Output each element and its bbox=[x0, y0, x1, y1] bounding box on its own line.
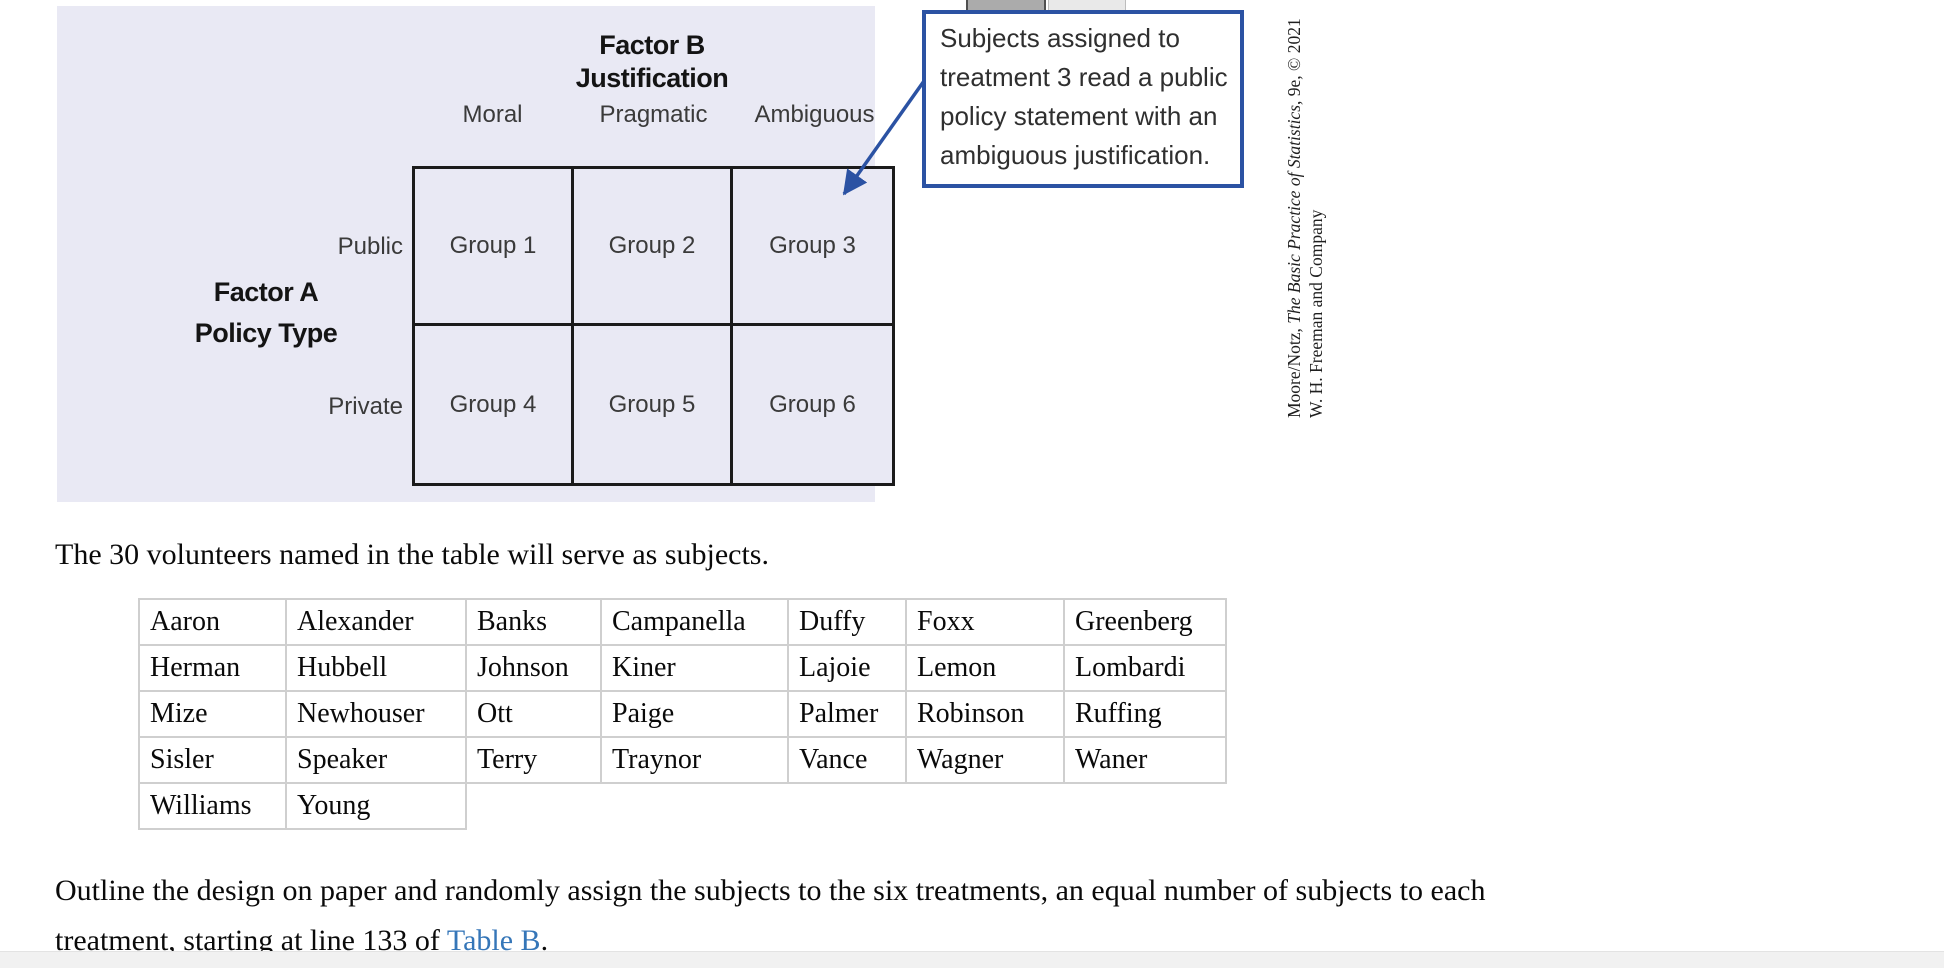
name-cell: Vance bbox=[787, 736, 907, 784]
grid-cell-group-6: Group 6 bbox=[769, 390, 856, 418]
credit-line-2: W. H. Freeman and Company bbox=[1306, 209, 1326, 418]
column-label-pragmatic: Pragmatic bbox=[599, 101, 708, 128]
name-cell: Kiner bbox=[600, 644, 789, 692]
factor-a-subtitle: Policy Type bbox=[194, 318, 338, 348]
name-cell: Young bbox=[285, 782, 467, 830]
empty-cell bbox=[788, 783, 906, 829]
grid-cell-group-4: Group 4 bbox=[415, 326, 574, 483]
name-cell: Herman bbox=[138, 644, 287, 692]
credit-edition-year: , 9e, © 2021 bbox=[1284, 18, 1304, 105]
row-label-private: Private bbox=[328, 393, 403, 420]
name-cell: Palmer bbox=[787, 690, 907, 738]
callout-text-line: treatment 3 read a public bbox=[940, 62, 1228, 92]
factor-b-title: Factor B bbox=[599, 30, 705, 60]
grid-cell-group-5: Group 5 bbox=[574, 326, 733, 483]
name-cell: Duffy bbox=[787, 598, 907, 646]
factor-b-subtitle: Justification bbox=[575, 63, 729, 93]
outline-paragraph: Outline the design on paper and randomly… bbox=[55, 866, 1485, 966]
name-cell: Wagner bbox=[905, 736, 1065, 784]
name-cell: Robinson bbox=[905, 690, 1065, 738]
outline-line-1: Outline the design on paper and randomly… bbox=[55, 874, 1486, 907]
table-row: Williams Young bbox=[138, 782, 1226, 830]
credit-line-1: Moore/Notz, The Basic Practice of Statis… bbox=[1283, 0, 1305, 418]
callout-text-line: Subjects assigned to bbox=[940, 23, 1180, 53]
column-label-moral: Moral bbox=[462, 101, 523, 128]
name-cell: Traynor bbox=[600, 736, 789, 784]
table-row: Herman Hubbell Johnson Kiner Lajoie Lemo… bbox=[138, 644, 1227, 692]
name-cell: Ott bbox=[465, 690, 602, 738]
name-cell: Speaker bbox=[285, 736, 467, 784]
table-row: Sisler Speaker Terry Traynor Vance Wagne… bbox=[138, 736, 1227, 784]
name-cell: Lemon bbox=[905, 644, 1065, 692]
callout-text-line: ambiguous justification. bbox=[940, 140, 1211, 170]
page-bottom-strip bbox=[0, 951, 1944, 968]
name-cell: Aaron bbox=[138, 598, 287, 646]
name-cell: Foxx bbox=[905, 598, 1065, 646]
grid-cell-group-2: Group 2 bbox=[574, 169, 733, 326]
credit-book-title: The Basic Practice of Statistics bbox=[1284, 104, 1304, 324]
name-cell: Mize bbox=[138, 690, 287, 738]
table-row: Aaron Alexander Banks Campanella Duffy F… bbox=[138, 598, 1227, 646]
annotation-callout: Subjects assigned to treatment 3 read a … bbox=[922, 10, 1244, 188]
name-cell: Hubbell bbox=[285, 644, 467, 692]
empty-cell bbox=[466, 783, 601, 829]
name-cell: Campanella bbox=[600, 598, 789, 646]
empty-cell bbox=[1064, 783, 1226, 829]
name-cell: Johnson bbox=[465, 644, 602, 692]
treatment-grid: Group 1 Group 2 Group 3 Group 4 Group 5 … bbox=[412, 166, 895, 486]
grid-cell-group-1: Group 1 bbox=[415, 169, 574, 326]
factorial-design-figure: Factor B Justification Moral Pragmatic A… bbox=[57, 6, 895, 502]
name-cell: Terry bbox=[465, 736, 602, 784]
name-cell: Alexander bbox=[285, 598, 467, 646]
name-cell: Williams bbox=[138, 782, 287, 830]
table-row: Mize Newhouser Ott Paige Palmer Robinson… bbox=[138, 690, 1227, 738]
name-cell: Lombardi bbox=[1063, 644, 1227, 692]
callout-text-line: policy statement with an bbox=[940, 101, 1218, 131]
name-cell: Greenberg bbox=[1063, 598, 1227, 646]
factor-a-title: Factor A bbox=[213, 277, 319, 307]
figure-credit: Moore/Notz, The Basic Practice of Statis… bbox=[1283, 0, 1327, 418]
volunteers-table: Aaron Alexander Banks Campanella Duffy F… bbox=[138, 598, 1227, 830]
empty-cell bbox=[906, 783, 1064, 829]
credit-authors: Moore/Notz, bbox=[1284, 323, 1304, 418]
name-cell: Paige bbox=[600, 690, 789, 738]
empty-cell bbox=[601, 783, 788, 829]
name-cell: Sisler bbox=[138, 736, 287, 784]
name-cell: Newhouser bbox=[285, 690, 467, 738]
row-label-public: Public bbox=[337, 233, 403, 260]
name-cell: Lajoie bbox=[787, 644, 907, 692]
column-label-ambiguous: Ambiguous bbox=[754, 101, 875, 128]
callout-arrow-icon bbox=[842, 79, 926, 196]
intro-sentence: The 30 volunteers named in the table wil… bbox=[55, 538, 769, 571]
grid-cell-group-3: Group 3 bbox=[733, 169, 892, 326]
name-cell: Waner bbox=[1063, 736, 1227, 784]
name-cell: Banks bbox=[465, 598, 602, 646]
outline-period: . bbox=[540, 924, 549, 957]
name-cell: Ruffing bbox=[1063, 690, 1227, 738]
